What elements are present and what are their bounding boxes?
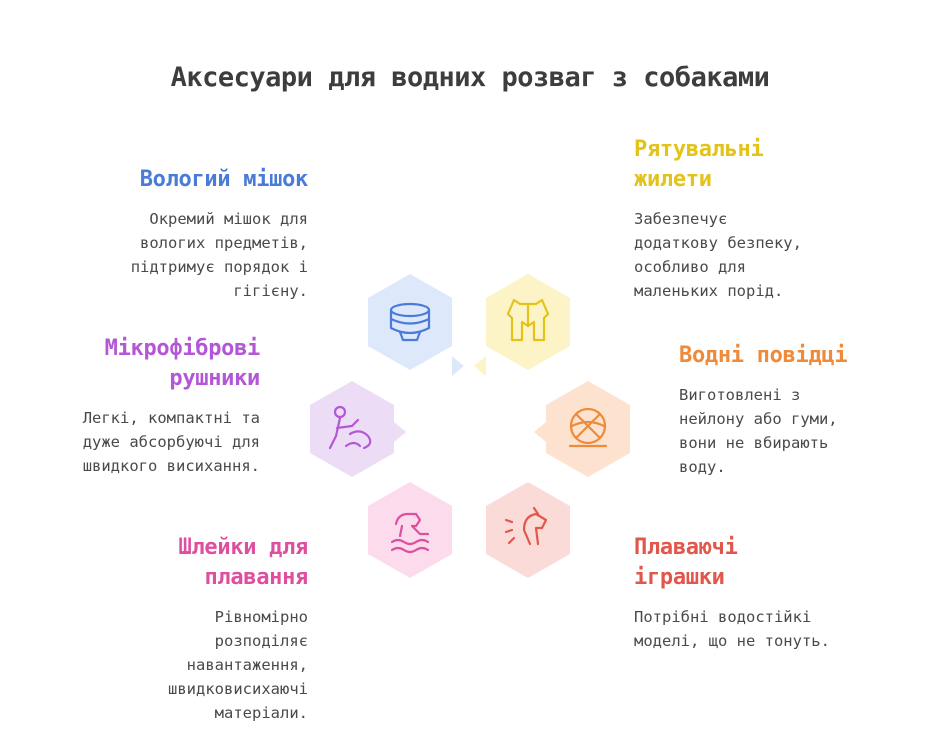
- desc-line: Потрібні водостійкі: [634, 608, 812, 626]
- desc-line: Окремий мішок для: [149, 210, 308, 228]
- leashes-description: Виготовлені з нейлону або гуми, вони не …: [679, 383, 847, 479]
- desc-line: моделі, що не тонуть.: [634, 632, 830, 650]
- vests-hexagon: [474, 274, 570, 376]
- heading-line: плавання: [204, 565, 308, 590]
- barking-dog-icon: [504, 506, 548, 546]
- bucket-icon: [389, 302, 431, 342]
- heading-line: іграшки: [634, 565, 725, 590]
- desc-line: нейлону або гуми,: [679, 410, 838, 428]
- desc-line: вони не вбирають: [679, 434, 829, 452]
- leashes-item: Водні повідці Виготовлені з нейлону або …: [679, 341, 848, 479]
- vests-description: Забезпечує додаткову безпеку, особливо д…: [634, 207, 802, 303]
- towels-item: Мікрофіброві рушники Легкі, компактні та…: [83, 334, 261, 478]
- desc-line: маленьких порід.: [634, 282, 784, 300]
- page-title: Аксесуари для водних розваг з собаками: [170, 62, 770, 93]
- desc-line: дуже абсорбуючі для: [82, 433, 260, 451]
- desc-line: підтримує порядок і: [130, 258, 308, 276]
- harness-description: Рівномірно розподіляє навантаження, швид…: [168, 605, 308, 725]
- wet-bag-heading: Вологий мішок: [139, 167, 309, 192]
- desc-line: Забезпечує: [634, 210, 728, 228]
- heading-line: Плаваючі: [634, 535, 738, 560]
- life-vest-icon: [506, 298, 550, 342]
- leashes-heading: Водні повідці: [679, 343, 848, 368]
- desc-line: особливо для: [634, 258, 746, 276]
- rope-ball-icon: [568, 407, 608, 448]
- drying-person-icon: [328, 405, 372, 450]
- desc-line: розподіляє: [214, 632, 308, 650]
- toys-heading: Плаваючі іграшки: [634, 533, 830, 593]
- heading-line: Рятувальні: [634, 137, 764, 162]
- desc-line: Виготовлені з: [679, 386, 801, 404]
- desc-line: матеріали.: [214, 704, 308, 722]
- desc-line: навантаження,: [186, 656, 308, 674]
- desc-line: Рівномірно: [214, 608, 308, 626]
- desc-line: швидкого висихання.: [82, 457, 260, 475]
- vests-heading: Рятувальні жилети: [634, 135, 802, 195]
- towels-heading: Мікрофіброві рушники: [83, 334, 261, 394]
- harness-heading: Шлейки для плавання: [168, 533, 309, 593]
- desc-line: гігієну.: [233, 282, 308, 300]
- toys-hexagon: [486, 482, 570, 578]
- harness-item: Шлейки для плавання Рівномірно розподіля…: [168, 533, 308, 725]
- wet-bag-item: Вологий мішок Окремий мішок для вологих …: [131, 165, 309, 303]
- vests-item: Рятувальні жилети Забезпечує додаткову б…: [634, 135, 802, 303]
- desc-line: вологих предметів,: [140, 234, 308, 252]
- desc-line: Легкі, компактні та: [82, 409, 260, 427]
- harness-hexagon: [368, 482, 452, 578]
- wet-bag-description: Окремий мішок для вологих предметів, під…: [131, 207, 308, 303]
- heading-line: Шлейки для: [178, 535, 309, 560]
- leashes-hexagon: [534, 381, 630, 477]
- towels-description: Легкі, компактні та дуже абсорбуючі для …: [83, 406, 260, 478]
- toys-item: Плаваючі іграшки Потрібні водостійкі мод…: [634, 533, 830, 653]
- desc-line: додаткову безпеку,: [634, 234, 802, 252]
- heading-line: рушники: [169, 366, 260, 391]
- towels-hexagon: [310, 381, 406, 477]
- desc-line: швидковисихаючі: [168, 680, 308, 698]
- heading-line: жилети: [634, 167, 712, 192]
- swimming-dog-icon: [390, 512, 430, 554]
- heading-line: Мікрофіброві: [104, 336, 261, 361]
- wet-bag-hexagon: [368, 274, 464, 376]
- desc-line: воду.: [679, 458, 726, 476]
- toys-description: Потрібні водостійкі моделі, що не тонуть…: [634, 605, 830, 653]
